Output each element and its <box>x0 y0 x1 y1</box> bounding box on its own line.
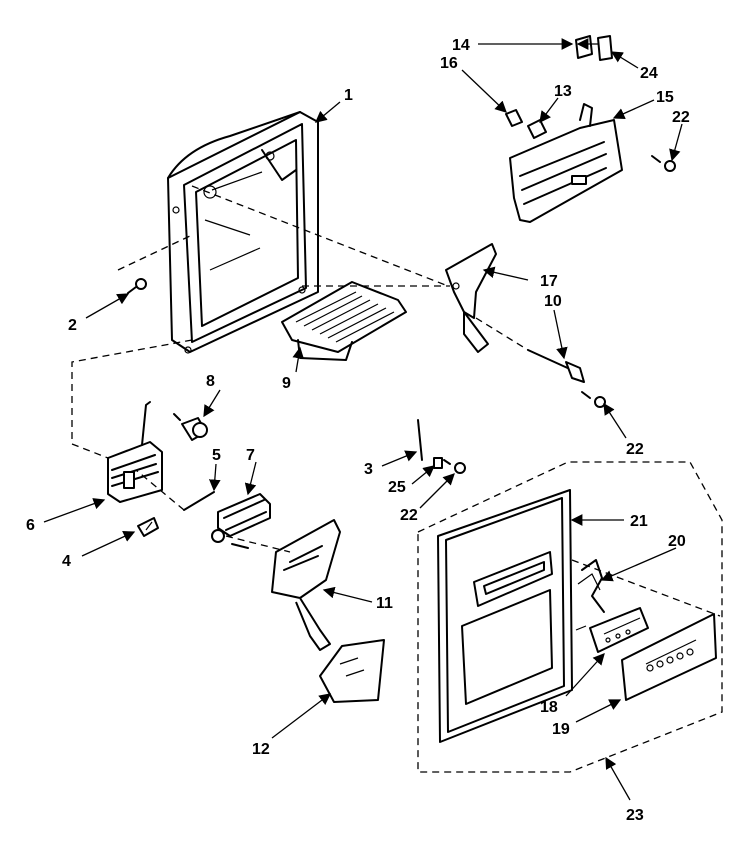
callout-5: 5 <box>212 447 221 464</box>
callout-7: 7 <box>246 447 255 464</box>
bracket-7 <box>211 493 271 549</box>
assembly-boundary-23 <box>417 461 723 773</box>
screw-22-mid <box>443 459 466 474</box>
motor-module <box>107 401 163 503</box>
callout-18: 18 <box>540 699 558 716</box>
callout-22-top: 22 <box>672 109 690 126</box>
switch-housing-15 <box>509 103 623 223</box>
assembly-lines <box>71 185 721 617</box>
screw-22-top <box>651 155 676 172</box>
switch-14 <box>575 35 593 59</box>
callout-25: 25 <box>388 479 406 496</box>
screw-2 <box>127 278 147 294</box>
callout-2: 2 <box>68 317 77 334</box>
spring-3 <box>417 419 423 461</box>
callout-11: 11 <box>376 595 393 612</box>
callout-1: 1 <box>344 87 353 104</box>
front-panel-21 <box>437 489 573 743</box>
pin-10 <box>527 349 585 383</box>
lever-17 <box>445 243 497 353</box>
callout-19: 19 <box>552 721 570 738</box>
rod-5 <box>183 491 215 511</box>
dispenser-housing <box>167 111 319 354</box>
callout-12: 12 <box>252 741 270 758</box>
pad-25 <box>433 457 443 469</box>
callout-22-mid: 22 <box>400 507 418 524</box>
motor-8 <box>173 413 208 441</box>
callout-24: 24 <box>640 65 658 82</box>
actuator-11 <box>271 519 341 651</box>
callout-8: 8 <box>206 373 215 390</box>
control-board-18 <box>589 607 649 653</box>
callout-14: 14 <box>452 37 470 54</box>
leader-lines <box>43 38 683 801</box>
callout-22-lower: 22 <box>626 441 644 458</box>
callout-10: 10 <box>544 293 562 310</box>
callout-6: 6 <box>26 517 35 534</box>
callout-13: 13 <box>554 83 572 100</box>
callout-3: 3 <box>364 461 373 478</box>
socket-13 <box>527 119 547 139</box>
bulb-16 <box>505 109 523 127</box>
screw-22-lower <box>581 391 606 408</box>
callout-9: 9 <box>282 375 291 392</box>
callout-20: 20 <box>668 533 686 550</box>
cover-24 <box>597 35 613 61</box>
chute-door-12 <box>319 639 385 703</box>
callout-labels: 1 2 9 8 6 4 5 7 11 12 17 10 22 3 25 22 1… <box>26 37 690 824</box>
callout-16: 16 <box>440 55 458 72</box>
callout-4: 4 <box>62 553 71 570</box>
callout-17: 17 <box>540 273 558 290</box>
clip-4 <box>137 517 159 537</box>
callout-15: 15 <box>656 89 674 106</box>
overlay-19 <box>621 613 717 701</box>
callout-23: 23 <box>626 807 644 824</box>
callout-21: 21 <box>630 513 648 530</box>
